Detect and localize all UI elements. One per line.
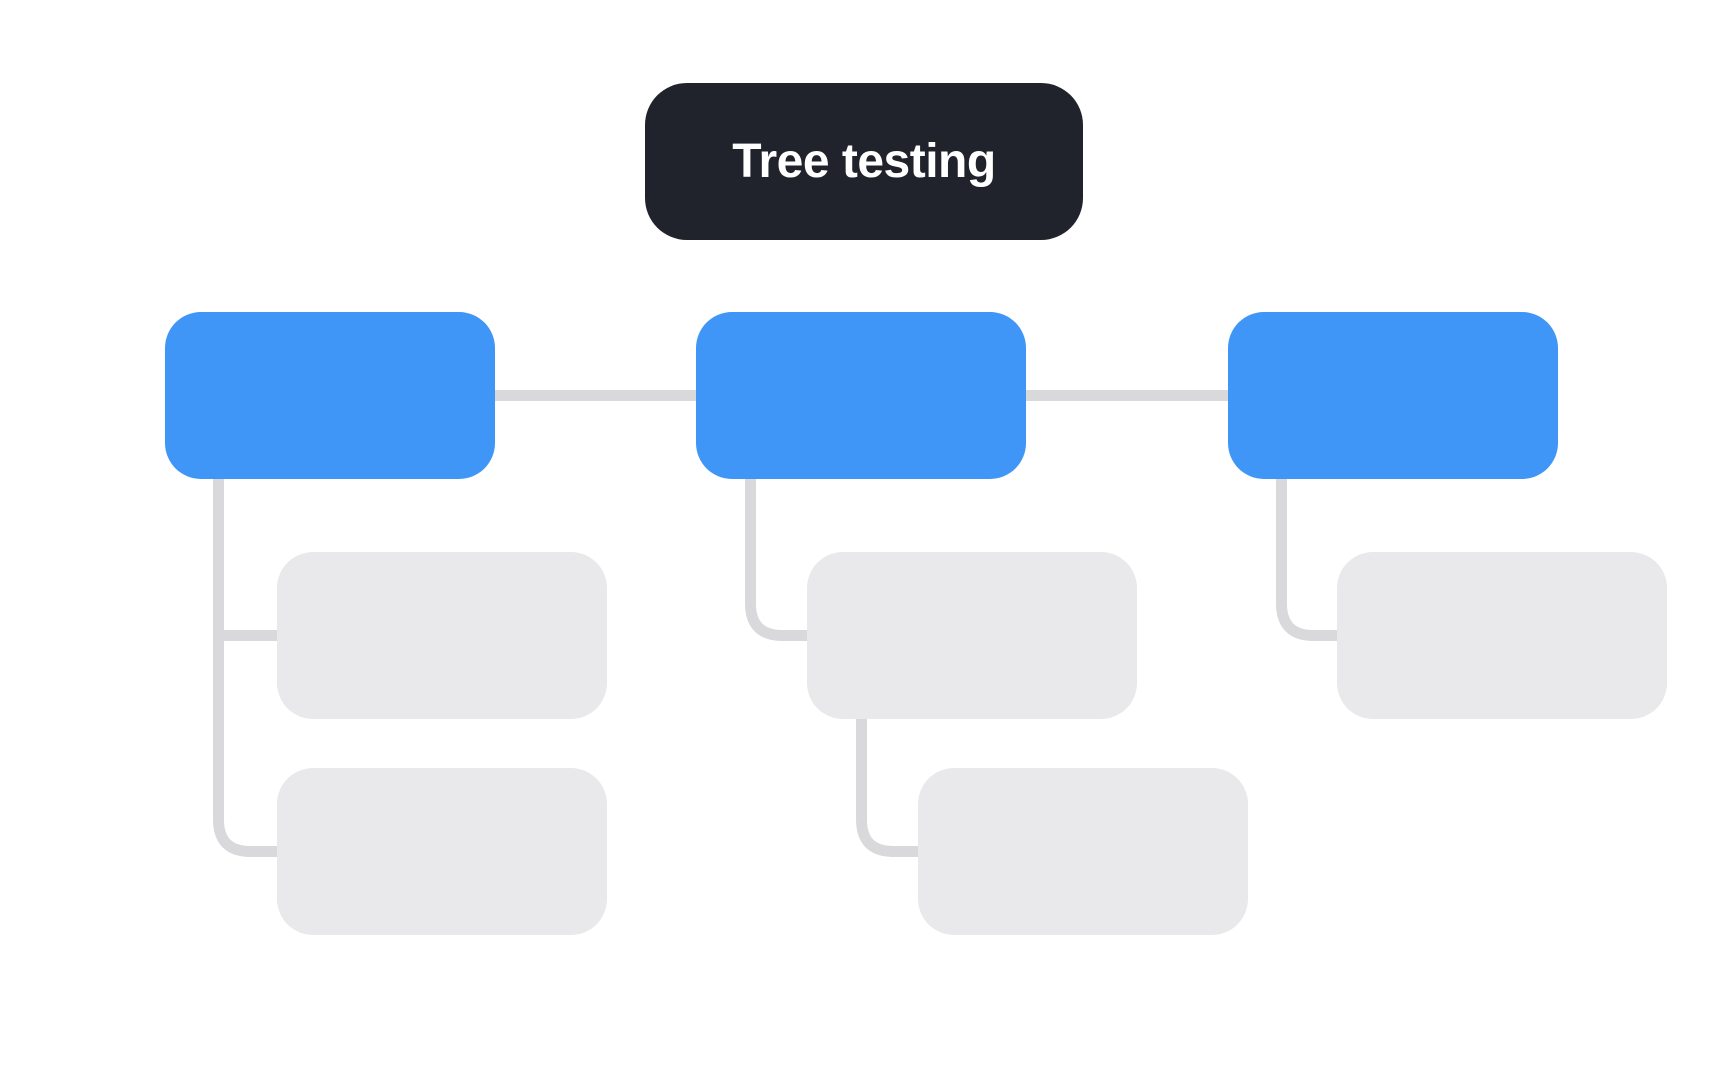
connector-branch2-child1 — [745, 470, 822, 641]
parent-node-2 — [696, 312, 1026, 479]
child-node-3-1 — [1337, 552, 1667, 719]
child-node-1-1 — [277, 552, 607, 719]
connector-branch2-child2 — [856, 710, 933, 857]
child-node-2-1 — [807, 552, 1137, 719]
connector-branch3-child1 — [1276, 470, 1352, 641]
title-pill: Tree testing — [645, 83, 1083, 240]
connector-branch1-trunk — [213, 470, 292, 857]
parent-node-1 — [165, 312, 495, 479]
child-node-1-2 — [277, 768, 607, 935]
parent-node-3 — [1228, 312, 1558, 479]
child-node-2-2 — [918, 768, 1248, 935]
title-label: Tree testing — [732, 135, 996, 188]
